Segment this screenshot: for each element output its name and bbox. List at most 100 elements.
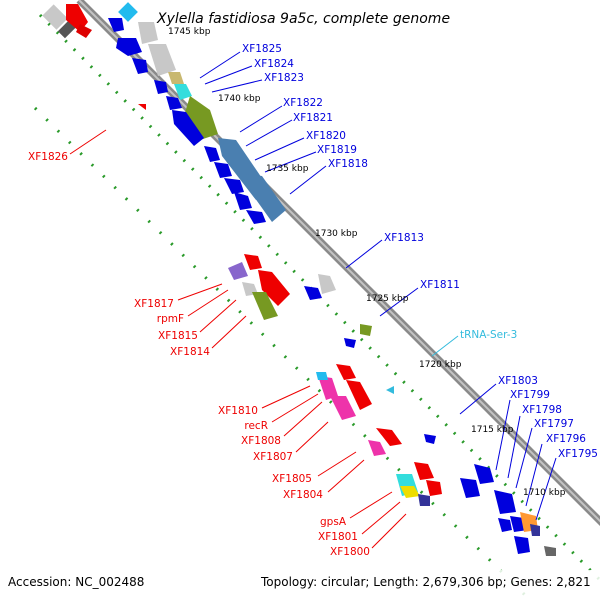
gene-label[interactable]: XF1821	[293, 112, 333, 124]
gene-labels-right: XF1825 XF1824 XF1823 XF1822 XF1821 XF182…	[242, 43, 598, 460]
gene-label[interactable]: XF1803	[498, 375, 538, 387]
gene-label[interactable]: XF1811	[420, 279, 460, 291]
blue-gene-4	[154, 80, 168, 94]
gene-label[interactable]: XF1805	[272, 473, 312, 485]
gene-label[interactable]: XF1813	[384, 232, 424, 244]
gene-label[interactable]: XF1807	[253, 451, 293, 463]
gene-label[interactable]: XF1810	[218, 405, 258, 417]
blue-gene-11	[246, 210, 266, 224]
blue-gene-6	[172, 110, 204, 146]
olive-gene-2	[252, 292, 278, 320]
grey-gene-1	[138, 22, 158, 44]
gene-label[interactable]: XF1817	[134, 298, 174, 310]
gene-label[interactable]: XF1801	[318, 531, 358, 543]
gene-labels-left: XF1826 XF1817 rpmF XF1815 XF1814 XF1810 …	[28, 151, 370, 558]
red-gene-1	[244, 254, 262, 270]
gene-label[interactable]: XF1819	[317, 144, 357, 156]
kbp-label: 1710 kbp	[523, 488, 566, 498]
xf1826-arrow	[138, 104, 146, 110]
blue-gene-5	[166, 96, 182, 110]
grey-gene-2	[148, 44, 176, 76]
blue-gene-19	[514, 536, 530, 554]
leader-lines-right	[199, 51, 557, 521]
gene-label[interactable]: XF1815	[158, 330, 198, 342]
blue-gene-10	[234, 192, 252, 210]
grey-gene-5	[544, 546, 556, 556]
blue-gene-9	[224, 178, 244, 194]
blue-gene-12	[304, 286, 322, 300]
yellow-gene	[400, 486, 420, 498]
kbp-label: 1740 kbp	[218, 94, 261, 104]
navy-gene	[418, 494, 430, 506]
pink-gene-1	[318, 376, 338, 400]
gene-label[interactable]: XF1820	[306, 130, 346, 142]
red-gene-5	[376, 428, 402, 446]
gene-label[interactable]: XF1798	[522, 404, 562, 416]
kbp-tick-labels: 1745 kbp 1740 kbp 1735 kbp 1730 kbp 1725…	[168, 27, 566, 498]
purple-gene	[228, 262, 248, 280]
gene-label[interactable]: XF1796	[546, 433, 586, 445]
grey-gene-4	[318, 274, 336, 294]
steel-gene-2	[246, 174, 286, 222]
gene-label[interactable]: XF1822	[283, 97, 323, 109]
kbp-label: 1715 kbp	[471, 425, 514, 435]
trna-arrow	[386, 386, 394, 394]
kbp-label: 1730 kbp	[315, 229, 358, 239]
gene-label[interactable]: recR	[244, 420, 268, 432]
gene-label[interactable]: XF1826	[28, 151, 68, 163]
gene-label[interactable]: tRNA-Ser-3	[460, 329, 517, 341]
kbp-label: 1745 kbp	[168, 27, 211, 37]
trna-leader-line	[431, 335, 459, 357]
gene-label[interactable]: XF1795	[558, 448, 598, 460]
gene-label[interactable]: XF1804	[283, 489, 323, 501]
blue-gene-15	[460, 478, 480, 498]
olive-gene-3	[360, 324, 372, 336]
kbp-label: 1720 kbp	[419, 360, 462, 370]
gene-arrow-top-left	[66, 4, 88, 32]
gene-label[interactable]: gpsA	[320, 516, 347, 528]
blue-gene-7	[204, 146, 220, 162]
kbp-label: 1725 kbp	[366, 294, 409, 304]
genome-summary-text: Topology: circular; Length: 2,679,306 bp…	[260, 575, 591, 589]
olive-gene-1	[184, 96, 218, 140]
gene-label[interactable]: rpmF	[157, 313, 184, 325]
blue-gene-13	[344, 338, 356, 348]
gene-arrow-top-left-2	[76, 24, 92, 38]
navy-gene-2	[530, 524, 540, 536]
blue-gene-1	[108, 18, 124, 32]
accession-text: Accession: NC_002488	[8, 575, 144, 589]
blue-gene-14	[424, 434, 436, 444]
gene-label[interactable]: XF1808	[241, 435, 281, 447]
gene-label[interactable]: XF1799	[510, 389, 550, 401]
genome-title: Xylella fastidiosa 9a5c, complete genome	[156, 11, 450, 27]
gene-label[interactable]: XF1825	[242, 43, 282, 55]
gene-label[interactable]: XF1818	[328, 158, 368, 170]
gene-label[interactable]: XF1823	[264, 72, 304, 84]
leader-lines-left	[69, 129, 407, 549]
red-gene-4	[346, 380, 372, 410]
khaki-gene	[168, 72, 184, 84]
gene-label[interactable]: XF1800	[330, 546, 370, 558]
cyan-gene-2	[174, 84, 192, 100]
red-gene-6	[414, 462, 434, 480]
gene-label[interactable]: XF1797	[534, 418, 574, 430]
kbp-label: 1735 kbp	[266, 164, 309, 174]
blue-gene-16	[474, 464, 494, 484]
blue-gene-17	[494, 490, 516, 514]
blue-gene-8	[214, 162, 232, 178]
red-gene-7	[426, 480, 442, 496]
backbone	[76, 0, 600, 526]
blue-gene-3	[132, 58, 148, 74]
cyan-gene-3	[316, 372, 328, 380]
pink-gene-3	[368, 440, 386, 456]
footer-background	[0, 570, 600, 600]
red-gene-2	[258, 270, 290, 306]
blue-gene-2	[116, 38, 142, 56]
blue-gene-20	[498, 518, 512, 532]
pink-gene-2	[330, 396, 356, 420]
gene-label[interactable]: XF1814	[170, 346, 210, 358]
inner-tick-track	[33, 106, 532, 600]
gene-features	[42, 2, 556, 556]
gene-label[interactable]: XF1824	[254, 58, 294, 70]
